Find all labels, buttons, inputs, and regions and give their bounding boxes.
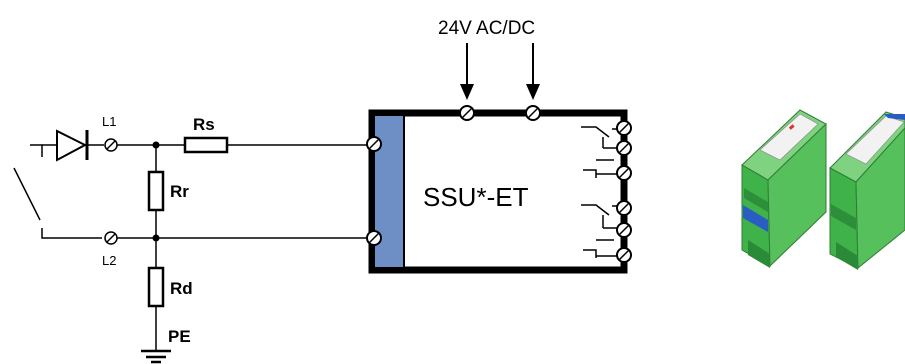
output-terminal-4 <box>616 200 632 216</box>
supply-terminal-2 <box>525 105 541 121</box>
resistor-rr <box>147 170 165 212</box>
terminal-l2 <box>104 231 118 245</box>
input-terminal-1 <box>366 136 382 152</box>
product-photo <box>741 109 905 270</box>
ground-label: PE <box>168 327 191 346</box>
ssu-et-device-box <box>368 109 628 274</box>
terminal-l2-label: L2 <box>102 253 116 268</box>
din-module-2 <box>829 111 905 270</box>
diode-symbol <box>42 129 104 162</box>
output-terminal-5 <box>616 222 632 238</box>
supply-arrow-right <box>526 43 540 100</box>
ground-icon <box>141 349 171 364</box>
output-terminal-2 <box>616 140 632 156</box>
output-terminal-6 <box>616 247 632 263</box>
resistor-rr-label: Rr <box>170 182 189 201</box>
supply-terminal-1 <box>459 105 475 121</box>
output-terminal-3 <box>616 165 632 181</box>
input-terminal-2 <box>366 230 382 246</box>
supply-label: 24V AC/DC <box>438 18 535 39</box>
din-module-1 <box>741 109 827 268</box>
resistor-rs-label: Rs <box>193 115 215 134</box>
supply-arrow-left <box>460 43 474 100</box>
resistor-rd <box>147 266 165 308</box>
terminal-l1 <box>104 138 118 152</box>
output-terminal-1 <box>616 120 632 136</box>
resistor-rs <box>183 136 229 154</box>
device-label: SSU*-ET <box>423 182 529 212</box>
terminal-l1-label: L1 <box>102 114 116 129</box>
resistor-rd-label: Rd <box>170 279 193 298</box>
